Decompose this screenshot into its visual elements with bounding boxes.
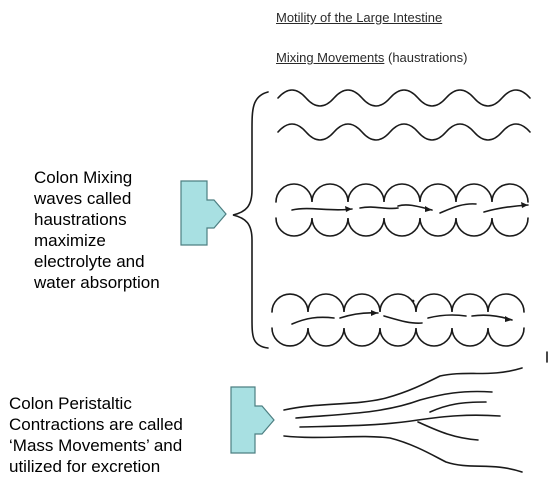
chamber-bottom xyxy=(275,217,529,237)
arrowhead xyxy=(521,202,528,208)
diagram-subtitle: Mixing Movements (haustrations) xyxy=(276,50,467,65)
haustra-row-3 xyxy=(271,293,525,347)
peristaltic-caption: Colon Peristaltic Contractions are calle… xyxy=(9,393,183,477)
fold-line xyxy=(295,390,493,419)
haustra-row-2 xyxy=(275,183,529,237)
caption-line: water absorption xyxy=(34,273,160,292)
subtitle-rest: (haustrations) xyxy=(384,50,468,65)
tube-top xyxy=(283,367,523,411)
curly-brace xyxy=(232,91,269,349)
caption-line: Colon Peristaltic xyxy=(9,394,132,413)
mass-movement-tube xyxy=(283,367,523,473)
fold-line xyxy=(429,401,487,413)
mixing-caption: Colon Mixing waves called haustrations m… xyxy=(34,167,160,293)
chamber-top xyxy=(271,293,525,313)
arrowhead xyxy=(505,316,512,322)
block-arrow-peristaltic xyxy=(230,386,275,454)
caption-line: Contractions are called xyxy=(9,415,183,434)
flow-line xyxy=(291,316,335,325)
caption-line: maximize xyxy=(34,231,106,250)
chamber-top xyxy=(275,183,529,203)
caption-line: haustrations xyxy=(34,210,127,229)
chamber-bottom xyxy=(271,327,525,347)
flow-arrowheads xyxy=(345,202,528,322)
block-arrow-mixing xyxy=(180,180,227,246)
dot xyxy=(411,299,415,303)
arrowhead xyxy=(371,310,378,316)
flow-line xyxy=(483,204,529,213)
wave-line xyxy=(277,89,531,107)
arrowhead xyxy=(345,206,352,212)
caption-line: Colon Mixing xyxy=(34,168,133,187)
flow-line xyxy=(359,206,399,210)
flow-line xyxy=(427,314,467,319)
caption-line: utilized for excretion xyxy=(9,457,161,476)
tube-bottom xyxy=(283,435,523,473)
flow-line xyxy=(383,315,423,324)
diagram-title: Motility of the Large Intestine xyxy=(276,10,443,25)
caption-line: ‘Mass Movements’ and xyxy=(9,436,183,455)
flow-line xyxy=(439,203,477,214)
subtitle-underlined: Mixing Movements xyxy=(276,50,385,65)
wave-line xyxy=(277,123,531,141)
flow-line xyxy=(291,207,353,211)
fold-line xyxy=(299,414,501,428)
fold-line xyxy=(417,421,479,441)
haustra-row-1 xyxy=(277,89,531,141)
caption-line: electrolyte and xyxy=(34,252,145,271)
caption-line: waves called xyxy=(34,189,132,208)
arrowhead xyxy=(425,206,432,212)
